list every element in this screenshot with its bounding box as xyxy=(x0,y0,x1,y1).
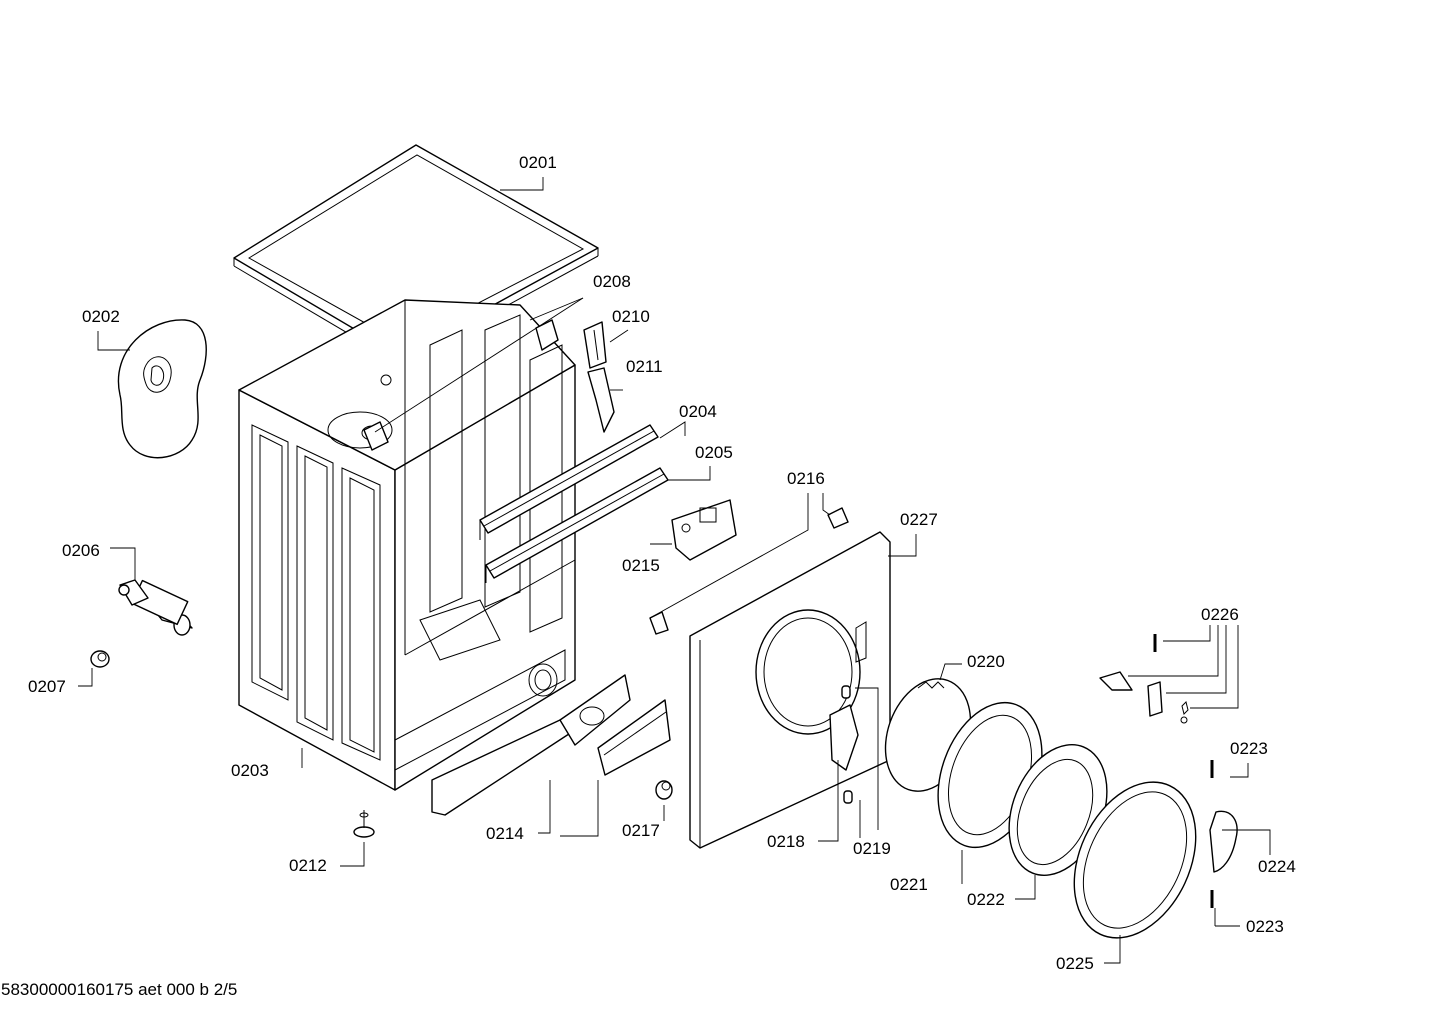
part-0219-pin[interactable] xyxy=(843,790,853,804)
part-0203-cabinet[interactable] xyxy=(238,299,576,791)
document-id: 58300000160175 aet 000 b 2/5 xyxy=(1,980,238,999)
label-0224: 0224 xyxy=(1258,857,1296,876)
label-0218: 0218 xyxy=(767,832,805,851)
label-0207: 0207 xyxy=(28,677,66,696)
label-0227: 0227 xyxy=(900,510,938,529)
part-0206-filter-assembly[interactable] xyxy=(118,579,193,636)
label-0211: 0211 xyxy=(626,357,663,376)
label-0208: 0208 xyxy=(593,272,631,291)
label-0226: 0226 xyxy=(1201,605,1239,624)
label-0225: 0225 xyxy=(1056,954,1094,973)
label-0210: 0210 xyxy=(612,307,650,326)
label-0223-lower: 0223 xyxy=(1246,917,1284,936)
part-labels: 0201 0202 0203 0204 0205 0206 0207 0208 … xyxy=(28,153,1296,973)
label-0215: 0215 xyxy=(622,556,660,575)
part-0214-plinth-panel[interactable] xyxy=(431,674,671,816)
label-0206: 0206 xyxy=(62,541,100,560)
part-0208-brackets[interactable] xyxy=(363,319,559,451)
label-0221: 0221 xyxy=(890,875,928,894)
part-0212-foot[interactable] xyxy=(353,810,375,838)
part-0227-front-panel[interactable] xyxy=(689,531,891,849)
label-0203: 0203 xyxy=(231,761,269,780)
label-0220: 0220 xyxy=(967,652,1005,671)
label-0214: 0214 xyxy=(486,824,524,843)
label-0205: 0205 xyxy=(695,443,733,462)
part-0216-hinge-clips[interactable] xyxy=(649,507,849,635)
part-0211-clip[interactable] xyxy=(587,367,615,433)
label-0216: 0216 xyxy=(787,469,825,488)
label-0204: 0204 xyxy=(679,402,717,421)
part-0204-cross-brace[interactable] xyxy=(479,424,659,540)
label-0222: 0222 xyxy=(967,890,1005,909)
label-0212: 0212 xyxy=(289,856,327,875)
label-0202: 0202 xyxy=(82,307,120,326)
part-0217-knob[interactable] xyxy=(655,780,673,800)
part-0202-rear-cover[interactable] xyxy=(117,319,207,459)
part-0225-outer-door-ring[interactable] xyxy=(1050,762,1219,957)
part-0224-door-handle[interactable] xyxy=(1209,810,1238,873)
part-0218-pin[interactable] xyxy=(841,685,851,699)
label-0219: 0219 xyxy=(853,839,891,858)
part-0226-hinge-parts[interactable] xyxy=(1099,634,1189,724)
part-0215-door-lock[interactable] xyxy=(671,499,737,561)
leader-lines xyxy=(78,177,1271,964)
part-0207-cap[interactable] xyxy=(90,650,110,668)
part-0210-clip[interactable] xyxy=(583,321,607,369)
label-0201: 0201 xyxy=(519,153,557,172)
label-0223-upper: 0223 xyxy=(1230,739,1268,758)
label-0217: 0217 xyxy=(622,821,660,840)
